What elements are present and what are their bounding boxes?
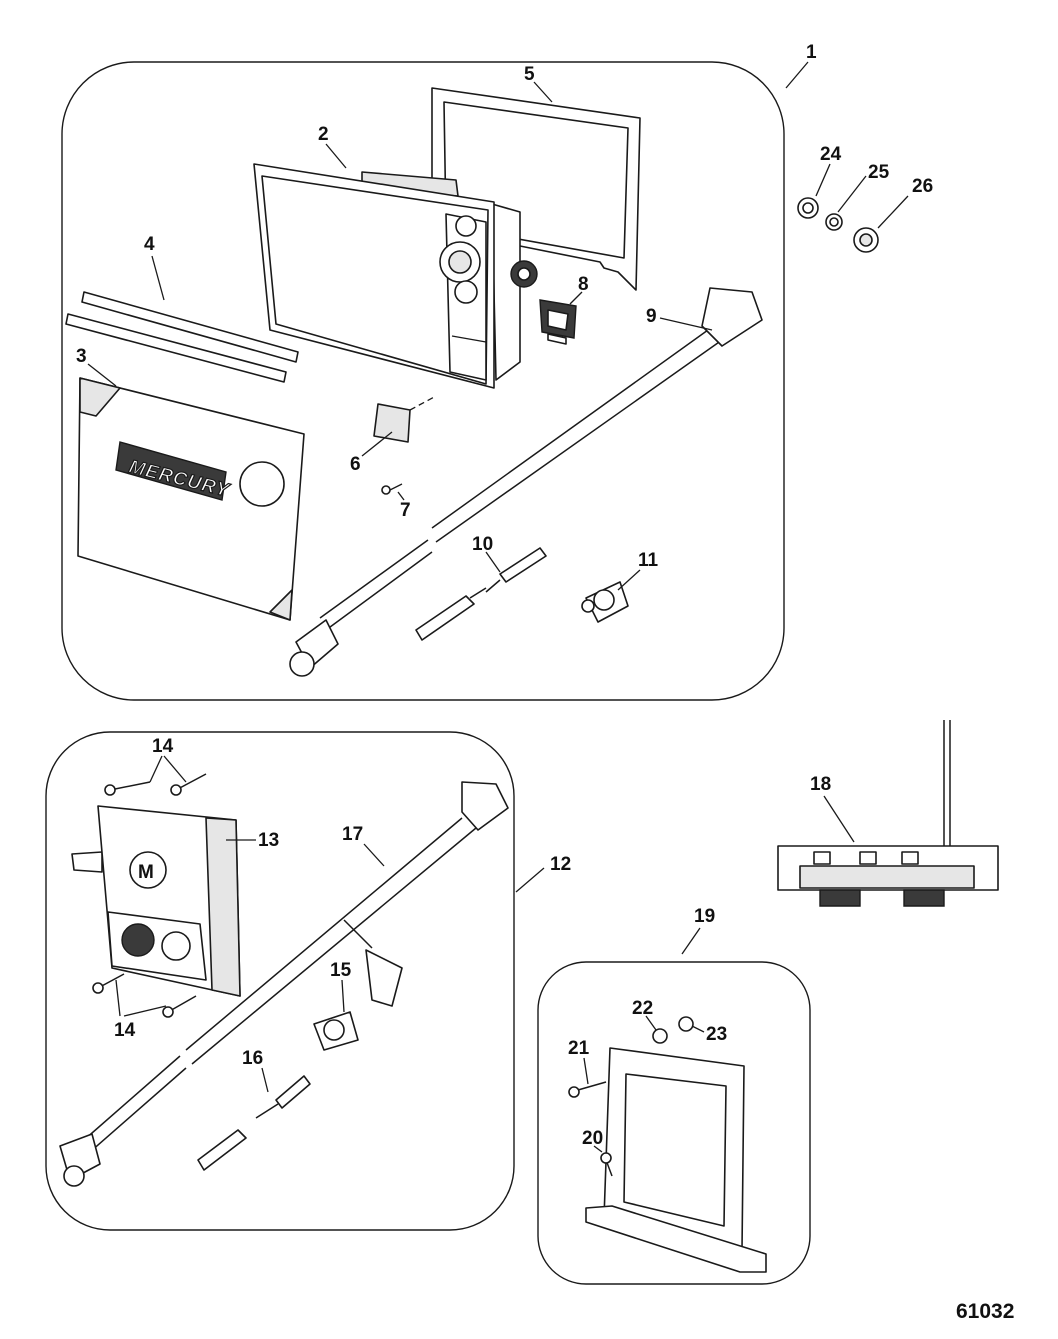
group-box-12 xyxy=(45,731,515,1231)
callout-26: 26 xyxy=(912,176,933,197)
leader-lines xyxy=(87,61,909,1153)
decal-icon xyxy=(373,403,411,443)
display-unit-icon xyxy=(253,163,538,389)
callout-18: 18 xyxy=(810,774,831,795)
callout-14a: 14 xyxy=(152,736,174,757)
callout-12: 12 xyxy=(550,854,571,875)
callout-6: 6 xyxy=(350,454,361,475)
callout-13: 13 xyxy=(258,830,279,851)
callout-5: 5 xyxy=(524,64,535,85)
wireless-gateway-icon xyxy=(777,720,999,907)
callout-25: 25 xyxy=(868,162,890,183)
callout-3: 3 xyxy=(76,346,87,367)
callout-4: 4 xyxy=(144,234,155,255)
callout-16: 16 xyxy=(242,1048,263,1069)
callout-7: 7 xyxy=(400,500,411,521)
tee-connector-15-icon xyxy=(313,1011,359,1051)
callout-9: 9 xyxy=(646,306,657,327)
cable-harness-icon xyxy=(289,287,763,677)
group-box-19 xyxy=(537,961,811,1285)
callout-10: 10 xyxy=(472,534,493,555)
callout-11: 11 xyxy=(638,550,659,571)
callout-14b: 14 xyxy=(114,1020,136,1041)
callout-20: 20 xyxy=(582,1128,603,1149)
screw-7-icon xyxy=(381,483,403,495)
mounting-bracket-icon xyxy=(585,1047,767,1273)
extension-cable-10-icon xyxy=(415,547,547,641)
callout-17: 17 xyxy=(342,824,363,845)
callout-24: 24 xyxy=(820,144,842,165)
group-box-1 xyxy=(61,61,785,701)
callout-19: 19 xyxy=(694,906,715,927)
svg-text:M: M xyxy=(138,862,154,883)
extension-cable-16-icon xyxy=(197,1075,311,1171)
remote-keypad-icon: M xyxy=(71,805,241,997)
fittings-icon xyxy=(797,197,879,253)
figure-code: 61032 xyxy=(956,1300,1014,1323)
callout-2: 2 xyxy=(318,124,329,145)
connector-8-icon xyxy=(539,299,577,345)
bracket-hardware-icon xyxy=(568,1016,694,1177)
callout-21: 21 xyxy=(568,1038,590,1059)
cable-harness-17-icon xyxy=(59,781,509,1187)
callout-1: 1 xyxy=(806,42,817,63)
sun-cover-icon: MERCURY xyxy=(77,377,305,621)
callout-23: 23 xyxy=(706,1024,727,1045)
callout-15: 15 xyxy=(330,960,352,981)
callout-22: 22 xyxy=(632,998,653,1019)
callout-8: 8 xyxy=(578,274,589,295)
screw-14-icon xyxy=(92,773,207,1018)
tee-connector-icon xyxy=(581,581,629,623)
trim-strip-icon xyxy=(65,291,299,383)
